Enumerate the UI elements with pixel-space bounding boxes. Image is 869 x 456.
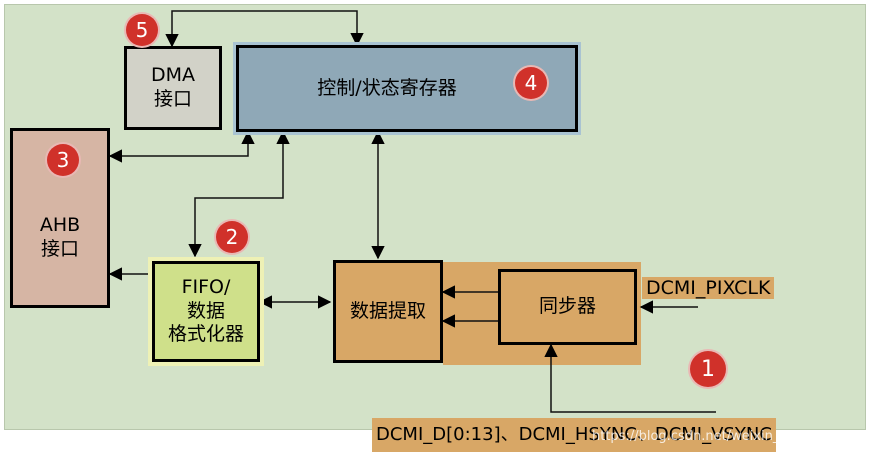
fifo-label: FIFO/ — [181, 275, 231, 298]
badge-four: 4 — [515, 67, 547, 99]
dma-label: DMA — [150, 64, 196, 87]
dma-sublabel: 接口 — [153, 88, 192, 110]
watermark-text: https://blog.csdn.net/weixin_40978136 — [592, 429, 846, 444]
dma-interface-block: DMA 接口 — [124, 46, 222, 130]
pixclk-signal-label: DCMI_PIXCLK — [642, 277, 775, 299]
control-label: 控制/状态寄存器 — [317, 76, 457, 99]
extract-label: 数据提取 — [349, 299, 426, 322]
control-status-register-block: 控制/状态寄存器 — [236, 45, 578, 132]
control-ahb-link — [108, 130, 255, 163]
fifo-formatter-block: FIFO/ 数据 格式化器 — [152, 261, 260, 362]
synchronizer-block: 同步器 — [498, 269, 637, 345]
dma-control-link — [165, 10, 364, 48]
data-extraction-block: 数据提取 — [333, 260, 443, 363]
ahb-label: AHB — [39, 214, 81, 237]
data-signals-label: DCMI_D[0:13]、DCMI_HSYNC、DCMI_VSYNC — [372, 418, 776, 452]
badge-two: 2 — [216, 221, 248, 253]
badge-one: 1 — [690, 351, 726, 387]
badge-three: 3 — [47, 144, 79, 176]
fifo-sublabel-2: 格式化器 — [167, 323, 244, 346]
badge-five: 5 — [126, 14, 158, 46]
control-fifo-link — [188, 130, 290, 258]
sync-label: 同步器 — [538, 295, 596, 318]
data-sync-link — [544, 343, 716, 413]
ahb-sublabel: 接口 — [40, 238, 79, 260]
fifo-sublabel-1: 数据 — [186, 299, 225, 322]
